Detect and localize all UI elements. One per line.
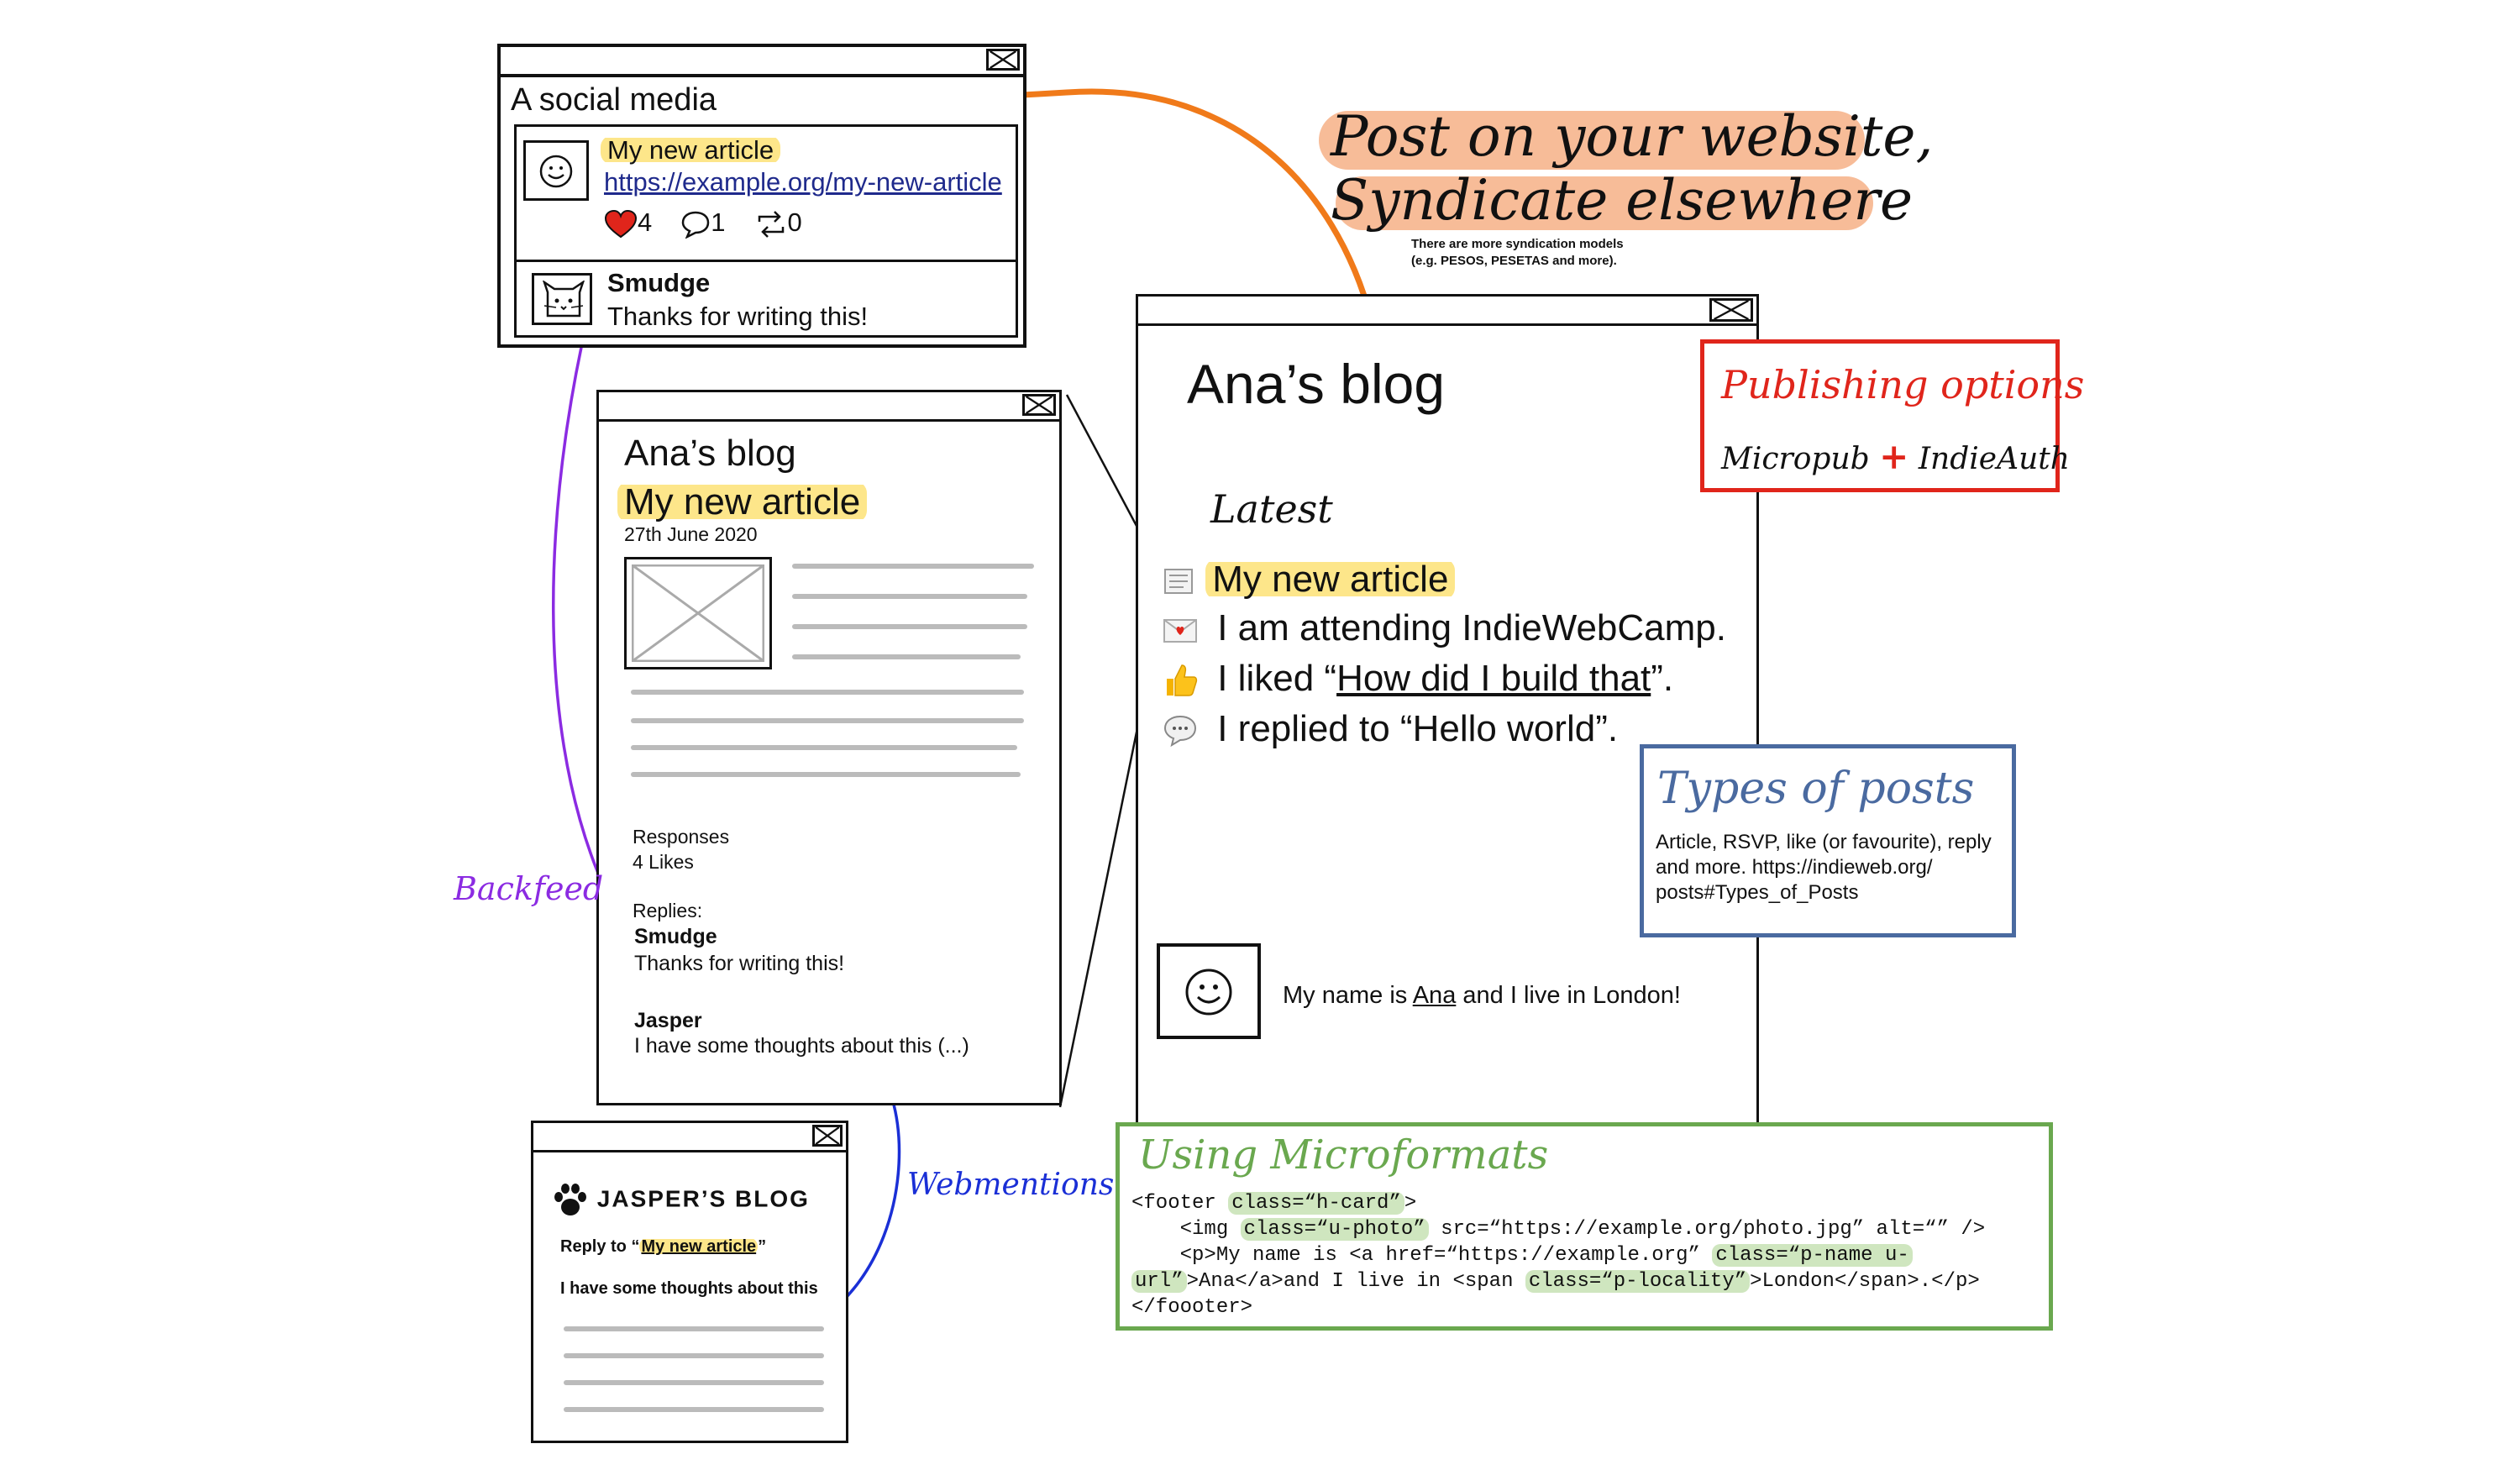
repost-icon[interactable] bbox=[754, 210, 788, 239]
code-line-5: </foooter> bbox=[1131, 1296, 1253, 1319]
social-post-title: My new article bbox=[601, 135, 781, 165]
article-icon bbox=[1164, 569, 1193, 595]
code-line-1: <footer class=“h-card”> bbox=[1131, 1192, 1417, 1215]
comment-icon[interactable] bbox=[680, 210, 711, 239]
indieauth-label: IndieAuth bbox=[1918, 442, 2070, 476]
article-blog-title: Ana’s blog bbox=[624, 433, 796, 474]
window-titlebar bbox=[501, 47, 1023, 77]
avatar bbox=[523, 140, 589, 201]
reposts-count: 0 bbox=[787, 207, 802, 237]
post-text: I replied to “Hello world”. bbox=[1217, 708, 1619, 749]
window-titlebar bbox=[599, 392, 1059, 422]
jasper-blog-header: Jasper’s blog bbox=[552, 1182, 810, 1219]
publishing-title: Publishing options bbox=[1721, 362, 2085, 407]
post-item-like[interactable]: I liked “How did I build that”. bbox=[1162, 658, 1673, 700]
types-title: Types of posts bbox=[1657, 764, 1975, 814]
post-text-suffix: ”. bbox=[1651, 658, 1674, 699]
headline-line-1: Post on your website, bbox=[1331, 104, 1934, 169]
micropub-label: Micropub bbox=[1721, 442, 1870, 476]
latest-label: Latest bbox=[1210, 486, 1333, 532]
window-titlebar bbox=[1138, 297, 1756, 326]
reply-1-text: Thanks for writing this! bbox=[634, 952, 845, 975]
comments-count: 1 bbox=[711, 207, 726, 237]
article-date: 27th June 2020 bbox=[624, 523, 758, 545]
code-line-4: url”>Ana</a>and I live in <span class=“p… bbox=[1131, 1268, 1985, 1294]
window-close-icon[interactable] bbox=[1709, 298, 1753, 322]
window-close-icon[interactable] bbox=[1022, 394, 1056, 416]
types-line-3: posts#Types_of_Posts bbox=[1656, 881, 1859, 904]
blog-home-window: Ana’s blog Latest My new article I am at… bbox=[1136, 294, 1759, 1134]
types-line-1: Article, RSVP, like (or favourite), repl… bbox=[1656, 831, 1992, 853]
plus-icon: + bbox=[1879, 436, 1909, 477]
reply-author: Smudge bbox=[607, 268, 711, 297]
types-of-posts-box: Types of posts Article, RSVP, like (or f… bbox=[1640, 744, 2016, 937]
microformats-code: <footer class=“h-card”> <img class=“u-ph… bbox=[1131, 1190, 1985, 1320]
syndication-note-1: There are more syndication models bbox=[1411, 237, 1624, 251]
publishing-options-box: Publishing options Micropub + IndieAuth bbox=[1700, 339, 2084, 492]
cat-icon bbox=[543, 281, 585, 318]
code-line-3: <p>My name is <a href=“https://example.o… bbox=[1131, 1242, 1985, 1268]
reply-2-author: Jasper bbox=[634, 1009, 702, 1032]
divider bbox=[517, 260, 1016, 262]
social-post-card: My new article https://example.org/my-ne… bbox=[514, 124, 1018, 338]
reply-1-author: Smudge bbox=[634, 925, 717, 948]
code-line-2: <img class=“u-photo” src=“https://exampl… bbox=[1131, 1218, 1986, 1241]
jasper-reply-to: Reply to “My new article” bbox=[560, 1237, 767, 1256]
paw-icon bbox=[554, 1184, 586, 1215]
post-text: My new article bbox=[1205, 559, 1456, 600]
image-placeholder-icon bbox=[632, 564, 764, 662]
reply-2-text: I have some thoughts about this (...) bbox=[634, 1034, 969, 1058]
post-item-rsvp[interactable]: I am attending IndieWebCamp. bbox=[1162, 607, 1726, 649]
blog-home-title: Ana’s blog bbox=[1187, 353, 1446, 415]
likes-summary: 4 Likes bbox=[633, 851, 694, 873]
article-page-window: Ana’s blog My new article 27th June 2020… bbox=[596, 390, 1062, 1105]
post-item-article[interactable]: My new article bbox=[1162, 559, 1456, 601]
types-line-2: and more. https://indieweb.org/ bbox=[1656, 856, 1933, 879]
window-titlebar bbox=[533, 1123, 846, 1152]
article-image-placeholder bbox=[624, 557, 772, 669]
publishing-methods: Micropub + IndieAuth bbox=[1721, 436, 2070, 477]
backfeed-arrow bbox=[552, 276, 628, 934]
backfeed-label: Backfeed bbox=[454, 870, 604, 907]
window-close-icon[interactable] bbox=[812, 1125, 843, 1147]
window-close-icon[interactable] bbox=[986, 49, 1020, 71]
post-text: I am attending IndieWebCamp. bbox=[1217, 607, 1726, 648]
social-media-title: A social media bbox=[511, 82, 717, 118]
hcard-photo bbox=[1157, 943, 1261, 1039]
social-reactions: 4 1 0 bbox=[604, 207, 802, 241]
hcard-name-link[interactable]: Ana bbox=[1412, 982, 1457, 1009]
reply-text: Thanks for writing this! bbox=[607, 302, 869, 331]
social-post-link[interactable]: https://example.org/my-new-article bbox=[604, 167, 1002, 197]
likes-count: 4 bbox=[638, 207, 653, 237]
liked-post-link[interactable]: How did I build that bbox=[1336, 658, 1651, 699]
rsvp-envelope-icon bbox=[1163, 619, 1197, 643]
jasper-blog-title: Jasper’s blog bbox=[596, 1185, 810, 1212]
microformats-title: Using Microformats bbox=[1138, 1131, 1549, 1179]
syndication-note-2: (e.g. PESOS, PESETAS and more). bbox=[1411, 254, 1617, 268]
heart-icon[interactable] bbox=[604, 209, 638, 239]
post-item-reply[interactable]: I replied to “Hello world”. bbox=[1162, 708, 1618, 750]
webmentions-label: Webmentions bbox=[907, 1168, 1115, 1202]
headline-line-2: Syndicate elsewhere bbox=[1331, 168, 1913, 233]
article-title: My new article bbox=[617, 481, 868, 522]
responses-label: Responses bbox=[633, 826, 730, 848]
jasper-blog-window: Jasper’s blog Reply to “My new article” … bbox=[531, 1121, 848, 1443]
reply-to-link[interactable]: My new article bbox=[639, 1237, 759, 1256]
microformats-box: Using Microformats <footer class=“h-card… bbox=[1116, 1122, 2053, 1331]
post-text-prefix: I liked “ bbox=[1217, 658, 1337, 699]
cat-avatar bbox=[532, 273, 592, 325]
smiley-icon bbox=[1185, 969, 1232, 1016]
smiley-icon bbox=[539, 155, 573, 188]
social-media-window: A social media My new article https://ex… bbox=[497, 44, 1026, 348]
speech-bubble-icon bbox=[1163, 716, 1197, 748]
hcard-text: My name is Ana and I live in London! bbox=[1283, 982, 1681, 1009]
jasper-reply-text: I have some thoughts about this bbox=[560, 1279, 818, 1298]
replies-label: Replies: bbox=[633, 900, 703, 921]
thumbs-up-icon bbox=[1167, 664, 1198, 697]
